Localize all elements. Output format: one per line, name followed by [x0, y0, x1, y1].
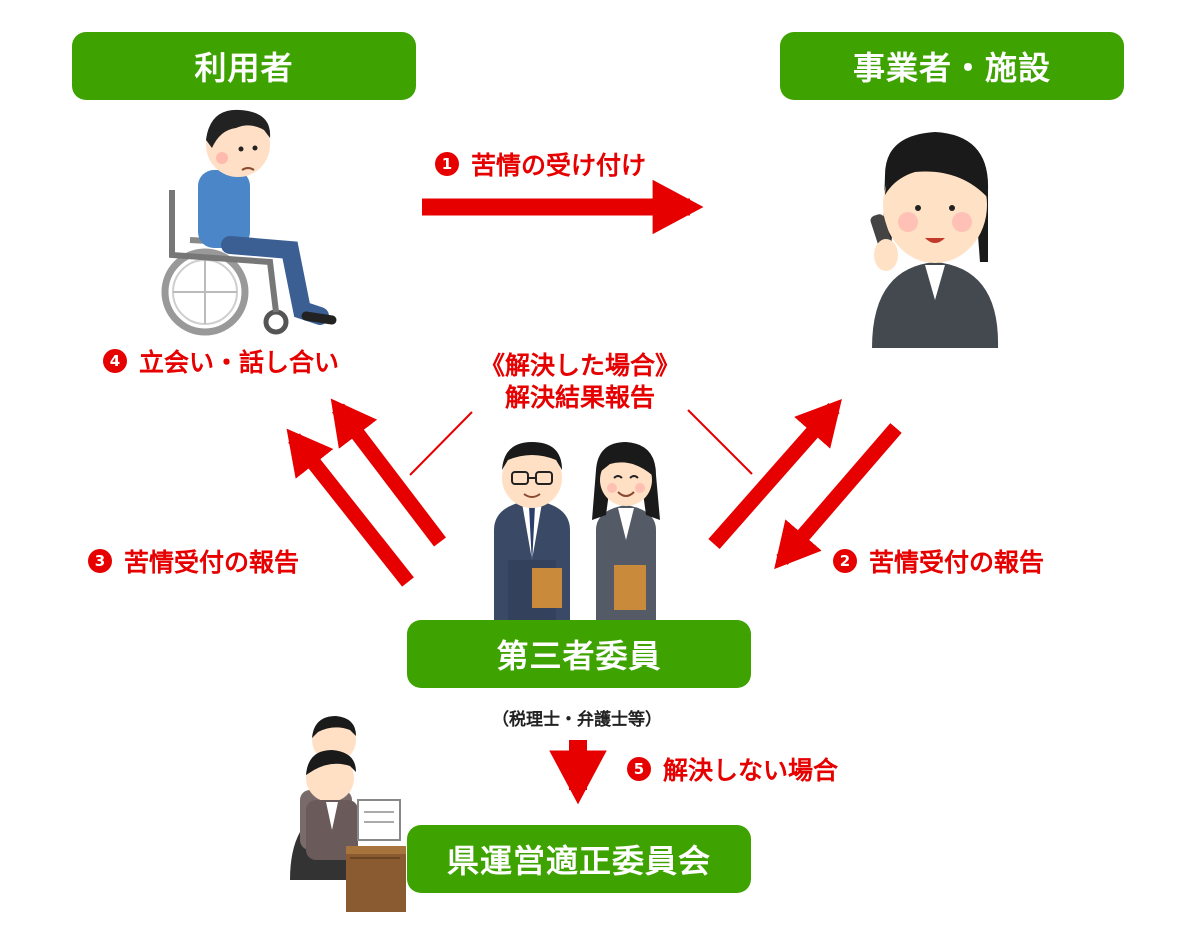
wheelchair-user-illustration: [161, 109, 337, 336]
resolved-label: 《解決した場合》 解決結果報告: [440, 350, 720, 414]
provider-staff-illustration: [870, 132, 999, 348]
step-1-number-icon: 1: [435, 152, 459, 176]
arrow-provider-to-third-party: [774, 423, 902, 570]
step-5-label: 5 解決しない場合: [627, 751, 838, 787]
step-2-text: 苦情受付の報告: [869, 548, 1045, 577]
provider-box: 事業者・施設: [780, 32, 1124, 100]
user-box: 利用者: [72, 32, 416, 100]
step-1-text: 苦情の受け付け: [471, 151, 647, 180]
prefecture-committee-box: 県運営適正委員会: [407, 825, 751, 893]
third-party-box: 第三者委員: [407, 620, 751, 688]
arrow-third-party-to-user-b: [286, 428, 414, 587]
step-3-label: 3 苦情受付の報告: [88, 543, 299, 579]
connector-line-right: [687, 409, 753, 475]
step-3-text: 苦情受付の報告: [124, 548, 300, 577]
step-5-text: 解決しない場合: [663, 756, 839, 785]
step-4-number-icon: 4: [103, 349, 127, 373]
resolved-report: 解決結果報告: [504, 383, 655, 412]
step-2-number-icon: 2: [833, 549, 857, 573]
connector-line-left: [409, 411, 473, 476]
arrow-third-party-to-user-a: [330, 398, 446, 547]
third-party-note: （税理士・弁護士等）: [492, 710, 662, 730]
resolved-heading: 《解決した場合》: [479, 351, 680, 380]
step-4-label: 4 立会い・話し合い: [103, 343, 339, 379]
third-party-members-illustration: [494, 442, 660, 620]
prefecture-committee-illustration: [290, 716, 406, 912]
step-3-number-icon: 3: [88, 549, 112, 573]
step-2-label: 2 苦情受付の報告: [833, 543, 1044, 579]
step-1-label: 1 苦情の受け付け: [435, 146, 646, 182]
step-4-text: 立会い・話し合い: [139, 348, 340, 377]
arrow-third-party-to-provider: [708, 399, 842, 549]
step-5-number-icon: 5: [627, 757, 651, 781]
